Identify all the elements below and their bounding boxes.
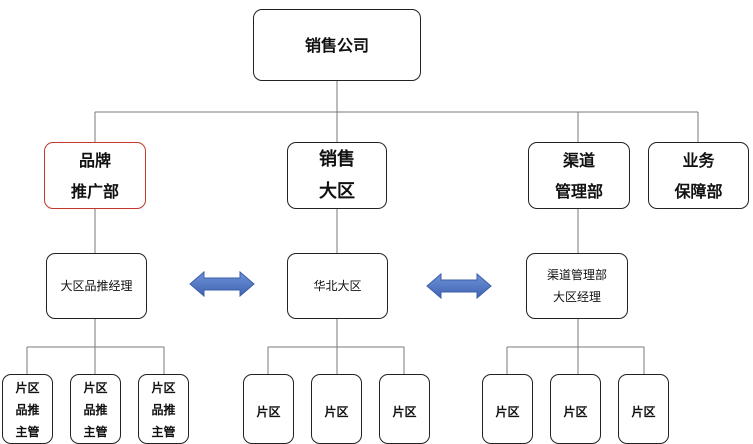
node-label: 片区 bbox=[495, 405, 520, 419]
node-label: 品推 bbox=[151, 403, 176, 417]
connector-lines bbox=[26, 80, 699, 374]
node-label: 主管 bbox=[151, 425, 176, 439]
node-area: 片区 bbox=[379, 374, 430, 444]
node-label: 销售 bbox=[319, 148, 355, 170]
node-label: 片区 bbox=[151, 381, 176, 395]
node-sales-region: 销售 大区 bbox=[287, 142, 387, 209]
node-channel-regional-manager: 渠道管理部 大区经理 bbox=[526, 253, 628, 319]
node-area: 片区 bbox=[243, 374, 294, 444]
node-label: 业务 bbox=[682, 150, 715, 170]
node-area-brand-supervisor: 片区 品推 主管 bbox=[2, 374, 53, 444]
node-area: 片区 bbox=[618, 374, 669, 444]
node-label: 品推 bbox=[83, 403, 108, 417]
node-area: 片区 bbox=[550, 374, 601, 444]
node-regional-brand-manager: 大区品推经理 bbox=[46, 253, 147, 319]
node-area: 片区 bbox=[311, 374, 362, 444]
node-label: 片区 bbox=[83, 381, 108, 395]
node-label: 片区 bbox=[563, 405, 588, 419]
double-arrow-right bbox=[426, 272, 492, 300]
node-label: 大区经理 bbox=[552, 290, 601, 304]
node-area: 片区 bbox=[482, 374, 533, 444]
node-label: 华北大区 bbox=[313, 279, 362, 293]
node-label: 保障部 bbox=[674, 181, 723, 201]
node-label: 品推 bbox=[15, 403, 40, 417]
node-label: 主管 bbox=[83, 425, 108, 439]
node-label: 品牌 bbox=[78, 150, 111, 170]
node-label: 渠道 bbox=[562, 150, 595, 170]
node-business-support-dept: 业务 保障部 bbox=[648, 142, 749, 209]
node-label: 片区 bbox=[392, 405, 417, 419]
node-label: 主管 bbox=[15, 425, 40, 439]
node-label: 管理部 bbox=[554, 181, 603, 201]
node-label: 大区品推经理 bbox=[60, 279, 133, 293]
node-brand-promotion-dept: 品牌 推广部 bbox=[44, 142, 146, 209]
node-sales-company: 销售公司 bbox=[253, 9, 421, 81]
node-north-china-region: 华北大区 bbox=[287, 253, 388, 319]
node-label: 大区 bbox=[319, 180, 355, 202]
node-area-brand-supervisor: 片区 品推 主管 bbox=[70, 374, 121, 444]
node-label: 片区 bbox=[324, 405, 349, 419]
node-label: 片区 bbox=[15, 381, 40, 395]
node-label: 片区 bbox=[256, 405, 281, 419]
node-channel-mgmt-dept: 渠道 管理部 bbox=[528, 142, 630, 209]
node-area-brand-supervisor: 片区 品推 主管 bbox=[138, 374, 189, 444]
double-arrow-left bbox=[189, 270, 255, 298]
node-label: 渠道管理部 bbox=[546, 268, 607, 282]
node-label: 推广部 bbox=[70, 181, 119, 201]
node-label: 片区 bbox=[631, 405, 656, 419]
node-label: 销售公司 bbox=[304, 35, 369, 55]
